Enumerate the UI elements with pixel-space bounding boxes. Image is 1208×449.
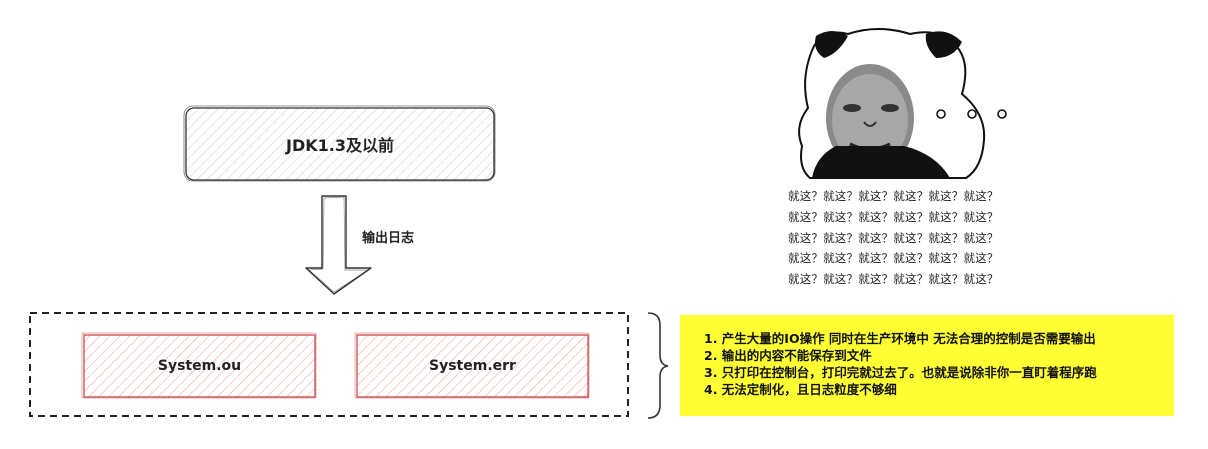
meme-caption-line: 就这？就这？就这？就这？就这？就这？ — [788, 209, 999, 224]
notes-list: 1. 产生大量的IO操作 同时在生产环境中 无法合理的控制是否需要输出 2. 输… — [704, 330, 1097, 398]
note-item: 4. 无法定制化，且日志粒度不够细 — [704, 382, 897, 397]
note-item: 1. 产生大量的IO操作 同时在生产环境中 无法合理的控制是否需要输出 — [704, 331, 1096, 346]
note-item: 2. 输出的内容不能保存到文件 — [704, 348, 872, 363]
system-err-label: System.err — [429, 358, 516, 374]
curly-brace-icon — [647, 312, 669, 419]
meme-caption-line: 就这？就这？就这？就这？就这？就这？ — [788, 272, 999, 287]
meme-caption-line: 就这？就这？就这？就这？就这？就这？ — [788, 189, 999, 203]
system-err-box — [354, 332, 590, 399]
meme-caption-line: 就这？就这？就这？就这？就这？就这？ — [788, 230, 999, 245]
jdk-box — [183, 105, 496, 182]
system-out-label: System.ou — [157, 358, 242, 374]
notes-panel — [680, 315, 1174, 416]
meme-caption-line: 就这？就这？就这？就这？就这？就这？ — [788, 251, 999, 266]
output-log-label: 输出日志 — [362, 231, 415, 246]
dashed-container — [29, 312, 629, 417]
panda-face-meme-icon — [798, 28, 1007, 179]
jdk-version-label: JDK1.3及以前 — [286, 136, 394, 155]
meme-caption: 就这？就这？就这？就这？就这？就这？ 就这？就这？就这？就这？就这？就这？ 就这… — [788, 186, 999, 290]
system-out-box — [81, 332, 317, 399]
note-item: 3. 只打印在控制台，打印完就过去了。也就是说除非你一直盯着程序跑 — [704, 365, 1097, 380]
down-arrow-icon — [305, 195, 372, 295]
